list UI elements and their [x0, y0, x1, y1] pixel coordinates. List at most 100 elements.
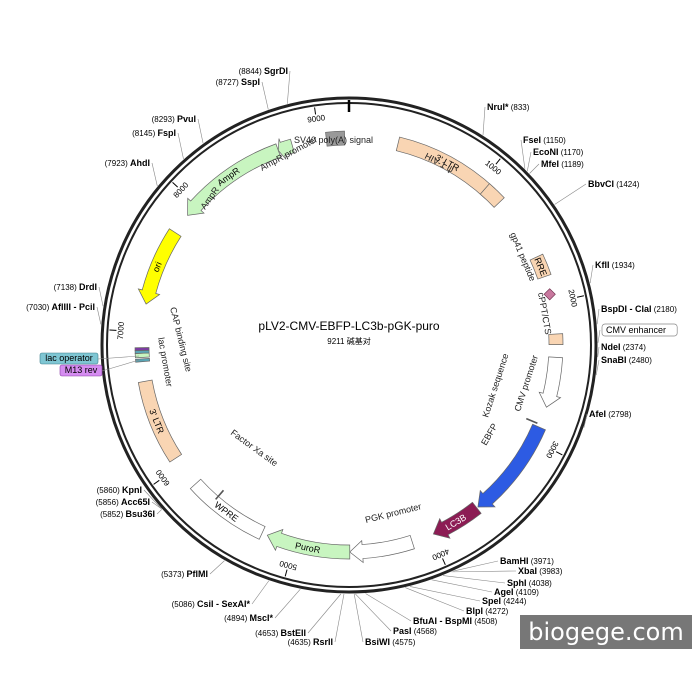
site-pos: (5856) — [96, 498, 121, 507]
site-name: PasI — [393, 626, 412, 636]
site-label: (8293) PvuI — [152, 114, 196, 124]
tick-mark — [555, 451, 563, 456]
site-leader — [453, 560, 499, 572]
site-leader — [554, 183, 587, 205]
site-name: Acc65I — [121, 497, 150, 507]
site-leader — [353, 593, 364, 643]
site-name: EcoNI — [533, 147, 559, 157]
site-name: FseI — [523, 135, 541, 145]
site-pos: (1424) — [614, 180, 640, 189]
site-leader — [520, 139, 526, 169]
site-name: RsrII — [313, 637, 333, 647]
puror-feature — [266, 528, 351, 560]
site-leader — [589, 264, 594, 284]
tick-label: 1000 — [483, 159, 503, 178]
cppt-feature — [548, 333, 564, 345]
site-pos: (1934) — [610, 261, 636, 270]
site-box — [601, 323, 678, 337]
site-label: AgeI (4109) — [494, 587, 539, 597]
site-leader — [596, 308, 600, 325]
site-label: NruI* (833) — [487, 102, 530, 112]
ampr-feature — [187, 143, 282, 216]
site-label: XbaI (3983) — [518, 566, 563, 576]
site-label: (8727) SspI — [216, 77, 260, 87]
m13-rev-badge-box — [59, 364, 103, 377]
site-leader — [261, 81, 269, 110]
site-label: BamHI (3971) — [500, 556, 554, 566]
site-name: SphI — [507, 578, 527, 588]
site-name: SpeI — [482, 596, 501, 606]
tick-label: 5000 — [278, 558, 298, 572]
site-pos: (1150) — [541, 136, 566, 145]
site-name: BlpI — [466, 606, 483, 616]
site-leader — [274, 588, 301, 619]
site-leader — [442, 575, 506, 584]
site-layer: (8844) SgrDI(8727) SspI(8293) PvuI(8145)… — [26, 66, 678, 647]
tick-label: 6000 — [154, 467, 172, 487]
site-pos: (3983) — [537, 567, 563, 576]
site-pos: (4568) — [412, 627, 438, 636]
site-name: AflIII - PciI — [51, 302, 95, 312]
site-label: BspDI - ClaI (2180) — [601, 304, 677, 314]
ori-feature — [137, 228, 182, 305]
lc3b-feature — [432, 501, 482, 539]
site-name: SnaBI — [601, 355, 627, 365]
site-leader — [151, 501, 162, 510]
site-label: SphI (4038) — [507, 578, 552, 588]
site-pos: (4508) — [472, 617, 498, 626]
tick-label: 9000 — [307, 113, 326, 125]
site-pos: (1170) — [559, 148, 584, 157]
site-label: SnaBI (2480) — [601, 355, 652, 365]
site-label: BfuAI - BspMI (4508) — [413, 616, 498, 626]
site-pos: (2180) — [652, 305, 678, 314]
site-name: BspDI - ClaI — [601, 304, 652, 314]
site-name: BamHI — [500, 556, 529, 566]
site-leader — [307, 593, 342, 634]
site-name: MfeI — [541, 159, 559, 169]
tick-mark — [172, 181, 179, 188]
site-pos: (2374) — [621, 343, 647, 352]
site-pos: (4109) — [514, 588, 540, 597]
site-leader — [529, 163, 540, 174]
tick-mark — [153, 479, 160, 485]
site-name: SspI — [241, 77, 260, 87]
site-leader — [597, 346, 600, 358]
site-leader — [409, 586, 481, 602]
ori-inner-label: ori — [151, 260, 164, 273]
site-pos: (8293) — [152, 115, 177, 124]
cmv-promoter-label: CMV promoter — [512, 354, 540, 413]
site-label: (7923) AhdI — [105, 158, 150, 168]
site-name: AhdI — [130, 158, 150, 168]
site-pos: (5373) — [161, 570, 186, 579]
gp41-label: gp41 peptide — [508, 231, 538, 283]
site-pos: (4894) — [224, 614, 249, 623]
site-label: (7138) DrdI — [54, 282, 97, 292]
site-label: (4653) BstEII — [255, 628, 306, 638]
site-pos: (8145) — [132, 129, 157, 138]
sv40-polya-feature — [325, 130, 346, 147]
rre-feature — [529, 253, 552, 280]
site-name: BsiWI — [365, 637, 390, 647]
ampr-promoter-feature — [277, 138, 295, 160]
site-label: BlpI (4272) — [466, 606, 509, 616]
watermark: biogege.com — [520, 615, 692, 649]
site-leader — [287, 70, 291, 104]
three-ltr-bottom-feature — [137, 379, 183, 463]
site-label: NdeI (2374) — [601, 342, 646, 352]
site-name: BstEII — [280, 628, 306, 638]
site-leader — [451, 570, 517, 573]
site-pos: (2480) — [627, 356, 653, 365]
site-label: (4894) MscI* — [224, 613, 273, 623]
tick-label: 3000 — [544, 440, 560, 460]
site-label: MfeI (1189) — [541, 159, 584, 169]
pgk-promoter-feature — [349, 534, 415, 564]
site-label: (5373) PflMI — [161, 569, 208, 579]
site-name: BbvCI — [588, 179, 614, 189]
site-name: KflI — [595, 260, 610, 270]
site-leader — [96, 306, 102, 325]
lac-promoter-label: lac promoter — [156, 337, 175, 388]
site-leader — [209, 560, 225, 575]
badge-leader — [97, 355, 140, 360]
site-name: XbaI — [518, 566, 537, 576]
site-label: (5086) CsiI - SexAI* — [172, 599, 251, 609]
